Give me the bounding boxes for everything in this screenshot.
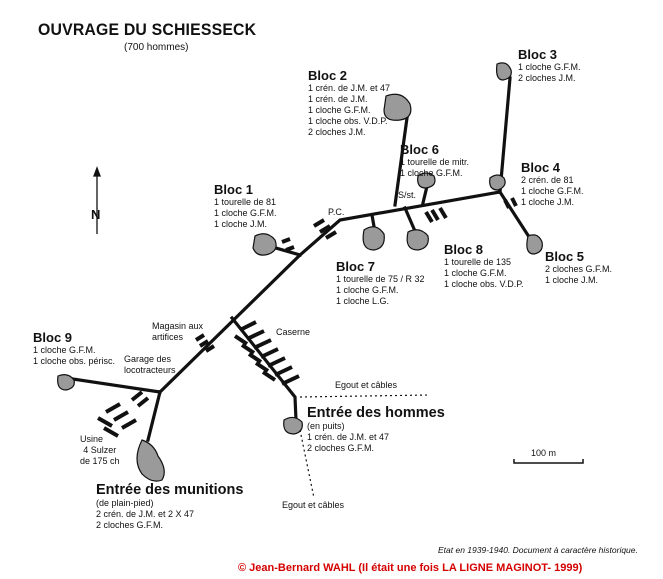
entree-hommes-line: 1 crén. de J.M. et 47: [307, 432, 390, 442]
entree-munitions-title: Entrée des munitions: [96, 482, 244, 498]
garage-label: Garage des locotracteurs: [124, 354, 176, 376]
egout-line-1: [299, 394, 431, 398]
bloc1-label: Bloc 1 1 tourelle de 81 1 cloche G.F.M. …: [214, 182, 277, 230]
gallery-bloc2: [393, 116, 409, 207]
bloc2-line: 1 cloche obs. V.D.P.: [308, 116, 388, 126]
gallery-bloc9: [64, 376, 162, 394]
caserne-label: Caserne: [276, 327, 311, 337]
entree-hommes-sub: (en puits): [307, 421, 345, 431]
bloc4-shape: [489, 174, 506, 191]
bloc2-line: 2 cloches J.M.: [308, 127, 366, 137]
bloc5-line: 1 cloche J.M.: [545, 275, 599, 285]
bloc2-title: Bloc 2: [308, 68, 348, 83]
bloc1-line: 1 tourelle de 81: [214, 197, 277, 207]
bloc8-title: Bloc 8: [444, 242, 484, 257]
bloc4-line: 2 crén. de 81: [521, 175, 574, 185]
copyright: © Jean-Bernard WAHL (Il était une fois L…: [238, 562, 583, 574]
entree-munitions-shape: [136, 439, 165, 482]
bloc7-line: 1 cloche G.F.M.: [336, 285, 399, 295]
bloc2-shape: [383, 93, 412, 121]
garage-line: Garage des: [124, 354, 172, 364]
bloc6-title: Bloc 6: [400, 142, 440, 157]
bloc7-label: Bloc 7 1 tourelle de 75 / R 32 1 cloche …: [336, 259, 425, 307]
bloc9-title: Bloc 9: [33, 330, 73, 345]
page-subtitle: (700 hommes): [124, 42, 189, 53]
bloc2-label: Bloc 2 1 crén. de J.M. et 47 1 crén. de …: [308, 68, 390, 138]
entree-munitions-label: Entrée des munitions (de plain-pied) 2 c…: [96, 482, 243, 531]
bloc7-title: Bloc 7: [336, 259, 376, 274]
magasin-label: Magasin aux artifices: [152, 321, 203, 343]
bloc3-label: Bloc 3 1 cloche G.F.M. 2 cloches J.M.: [518, 47, 581, 84]
gallery-bloc3: [498, 76, 512, 194]
egout-line-2: [299, 429, 315, 499]
entree-hommes-label: Entrée des hommes (en puits) 1 crén. de …: [307, 405, 445, 454]
entree-hommes-title: Entrée des hommes: [307, 405, 445, 421]
bloc8-line: 1 tourelle de 135: [444, 257, 512, 267]
bloc1-line: 1 cloche J.M.: [214, 219, 268, 229]
bloc3-shape: [496, 62, 512, 81]
north-label: N: [91, 207, 101, 222]
bloc5-label: Bloc 5 2 cloches G.F.M. 1 cloche J.M.: [545, 249, 612, 286]
scale-label: 100 m: [531, 448, 557, 458]
magasin-line: artifices: [152, 332, 184, 342]
bloc6-line: 1 cloche G.F.M.: [400, 168, 463, 178]
bloc8-label: Bloc 8 1 tourelle de 135 1 cloche G.F.M.…: [444, 242, 524, 290]
pc-label: P.C.: [328, 207, 345, 217]
egout-label-2: Egout et câbles: [282, 500, 345, 510]
bloc6-label: Bloc 6 1 tourelle de mitr. 1 cloche G.F.…: [400, 142, 469, 179]
main-gallery: [157, 190, 502, 395]
bloc7-shape: [362, 226, 385, 251]
bloc4-line: 1 cloche G.F.M.: [521, 186, 584, 196]
bloc9-shape: [57, 374, 75, 391]
bloc1-shape: [252, 233, 277, 256]
bloc4-title: Bloc 4: [521, 160, 561, 175]
gallery-caserne: [229, 315, 298, 422]
entree-munitions-line: 2 crén. de J.M. et 2 X 47: [96, 509, 195, 519]
bloc5-line: 2 cloches G.F.M.: [545, 264, 613, 274]
bloc7-line: 1 cloche L.G.: [336, 296, 390, 306]
sst-label: S/st.: [398, 190, 417, 200]
usine-line: Usine: [80, 434, 104, 444]
bloc2-line: 1 cloche G.F.M.: [308, 105, 371, 115]
entree-hommes-shape: [283, 416, 303, 435]
bloc8-line: 1 cloche obs. V.D.P.: [444, 279, 524, 289]
bloc9-label: Bloc 9 1 cloche G.F.M. 1 cloche obs. pér…: [33, 330, 115, 367]
bloc2-line: 1 crén. de J.M. et 47: [308, 83, 391, 93]
bloc7-line: 1 tourelle de 75 / R 32: [336, 274, 425, 284]
usine-line: 4 Sulzer: [83, 445, 117, 455]
page-title: OUVRAGE DU SCHIESSECK: [38, 20, 257, 39]
entree-munitions-line: 2 cloches G.F.M.: [96, 520, 164, 530]
footnote: Etat en 1939-1940. Document à caractère …: [438, 545, 638, 555]
usine-line: de 175 ch: [80, 456, 120, 466]
bloc1-line: 1 cloche G.F.M.: [214, 208, 277, 218]
bloc3-line: 2 cloches J.M.: [518, 73, 576, 83]
bloc2-line: 1 crén. de J.M.: [308, 94, 368, 104]
bloc5-shape: [526, 234, 543, 255]
magasin-line: Magasin aux: [152, 321, 204, 331]
bloc4-line: 1 cloche J.M.: [521, 197, 575, 207]
bloc6-line: 1 tourelle de mitr.: [400, 157, 470, 167]
bloc6-shape: [417, 172, 436, 189]
bloc5-title: Bloc 5: [545, 249, 585, 264]
bloc4-label: Bloc 4 2 crén. de 81 1 cloche G.F.M. 1 c…: [521, 160, 584, 208]
entree-munitions-sub: (de plain-pied): [96, 498, 154, 508]
gallery-munitions: [146, 390, 162, 442]
bloc9-line: 1 cloche G.F.M.: [33, 345, 96, 355]
bloc8-line: 1 cloche G.F.M.: [444, 268, 507, 278]
bloc1-title: Bloc 1: [214, 182, 254, 197]
egout-label-1: Egout et câbles: [335, 380, 398, 390]
entree-hommes-line: 2 cloches G.F.M.: [307, 443, 375, 453]
bloc8-shape: [406, 229, 429, 251]
bloc3-line: 1 cloche G.F.M.: [518, 62, 581, 72]
bloc9-line: 1 cloche obs. périsc.: [33, 356, 116, 366]
usine-label: Usine 4 Sulzer de 175 ch: [80, 434, 120, 467]
scale-bar: [513, 459, 584, 464]
bloc3-title: Bloc 3: [518, 47, 558, 62]
garage-line: locotracteurs: [124, 365, 176, 375]
